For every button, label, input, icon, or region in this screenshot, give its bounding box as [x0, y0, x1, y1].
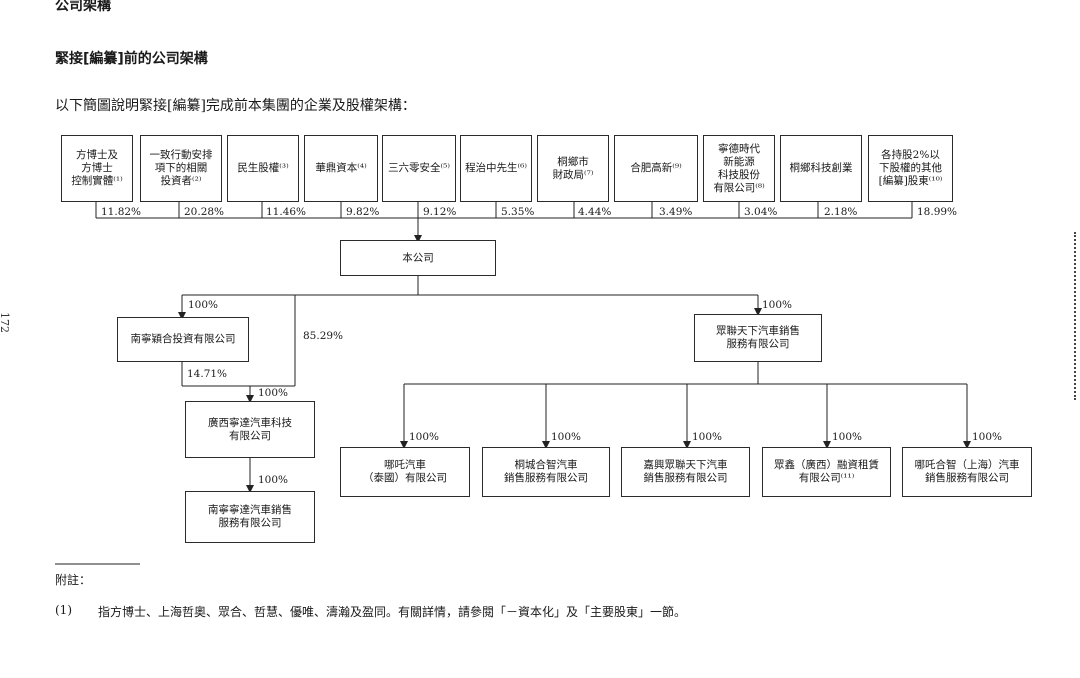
subsidiary-box: 嘉興眾聯天下汽車 銷售服務有限公司: [621, 447, 750, 497]
subsidiary-box: 眾鑫（廣西）融資租賃 有限公司⁽¹¹⁾: [762, 447, 891, 497]
shareholding-pct: 5.35%: [501, 206, 535, 218]
nanning-invest-pct-out: 14.71%: [187, 368, 228, 380]
shareholding-pct: 3.04%: [744, 206, 778, 218]
nanning-sales-pct-in: 100%: [258, 474, 289, 486]
shareholder-box: 寧德時代 新能源 科技股份 有限公司⁽⁸⁾: [703, 135, 775, 202]
company-box: 本公司: [340, 240, 496, 276]
sub-title: 緊接[編纂]前的公司架構: [55, 51, 208, 67]
shareholding-pct: 9.12%: [423, 206, 457, 218]
shareholder-box: 合肥高新⁽⁹⁾: [614, 135, 698, 202]
shareholding-pct: 9.82%: [346, 206, 380, 218]
shareholding-pct: 20.28%: [184, 206, 225, 218]
zhonglian-pct-in: 100%: [762, 299, 793, 311]
nanning-sales-box: 南寧寧達汽車銷售 服務有限公司: [185, 491, 315, 543]
shareholding-pct: 18.99%: [917, 206, 958, 218]
subsidiary-pct: 100%: [972, 431, 1003, 443]
shareholder-box: 方博士及 方博士 控制實體⁽¹⁾: [61, 135, 133, 202]
shareholding-pct: 11.46%: [266, 206, 307, 218]
shareholder-box: 程治中先生⁽⁶⁾: [460, 135, 532, 202]
section-title: 公司架構: [55, 0, 111, 14]
subsidiary-box: 哪吒合智（上海）汽車 銷售服務有限公司: [902, 447, 1032, 497]
shareholder-box: 民生股權⁽³⁾: [227, 135, 299, 202]
subsidiary-pct: 100%: [409, 431, 440, 443]
shareholder-box: 各持股2%以 下股權的其他 [編纂]股東⁽¹⁰⁾: [868, 135, 953, 202]
shareholding-pct: 2.18%: [824, 206, 858, 218]
notes-heading: 附註：: [55, 573, 92, 587]
subsidiary-pct: 100%: [832, 431, 863, 443]
zhonglian-box: 眾聯天下汽車銷售 服務有限公司: [694, 314, 822, 362]
shareholding-pct: 4.44%: [578, 206, 612, 218]
shareholder-box: 桐鄉科技創業: [780, 135, 862, 202]
guangxi-box: 廣西寧達汽車科技 有限公司: [185, 401, 315, 458]
right-edge-marks: [1074, 232, 1080, 400]
subsidiary-pct: 100%: [551, 431, 582, 443]
direct-holding-pct: 85.29%: [303, 330, 344, 342]
subsidiary-pct: 100%: [692, 431, 723, 443]
shareholding-pct: 11.82%: [101, 206, 142, 218]
shareholding-pct: 3.49%: [659, 206, 693, 218]
shareholder-box: 華鼎資本⁽⁴⁾: [304, 135, 378, 202]
shareholder-box: 桐鄉市 財政局⁽⁷⁾: [537, 135, 609, 202]
nanning-invest-pct-in: 100%: [188, 299, 219, 311]
nanning-invest-box: 南寧穎合投資有限公司: [117, 317, 249, 362]
note-1-number: (1): [55, 603, 72, 617]
subsidiary-box: 哪吒汽車 （泰國）有限公司: [340, 447, 470, 497]
shareholder-box: 一致行動安排 項下的相關 投資者⁽²⁾: [140, 135, 222, 202]
subsidiary-box: 桐城合智汽車 銷售服務有限公司: [482, 447, 610, 497]
intro-text: 以下簡圖說明緊接[編纂]完成前本集團的企業及股權架構：: [55, 98, 416, 114]
shareholder-box: 三六零安全⁽⁵⁾: [382, 135, 456, 202]
guangxi-pct-in: 100%: [258, 387, 289, 399]
note-1-text: 指方博士、上海哲奧、眾合、哲慧、優唯、濤瀚及盈同。有關詳情，請參閱「－資本化」及…: [98, 605, 687, 619]
